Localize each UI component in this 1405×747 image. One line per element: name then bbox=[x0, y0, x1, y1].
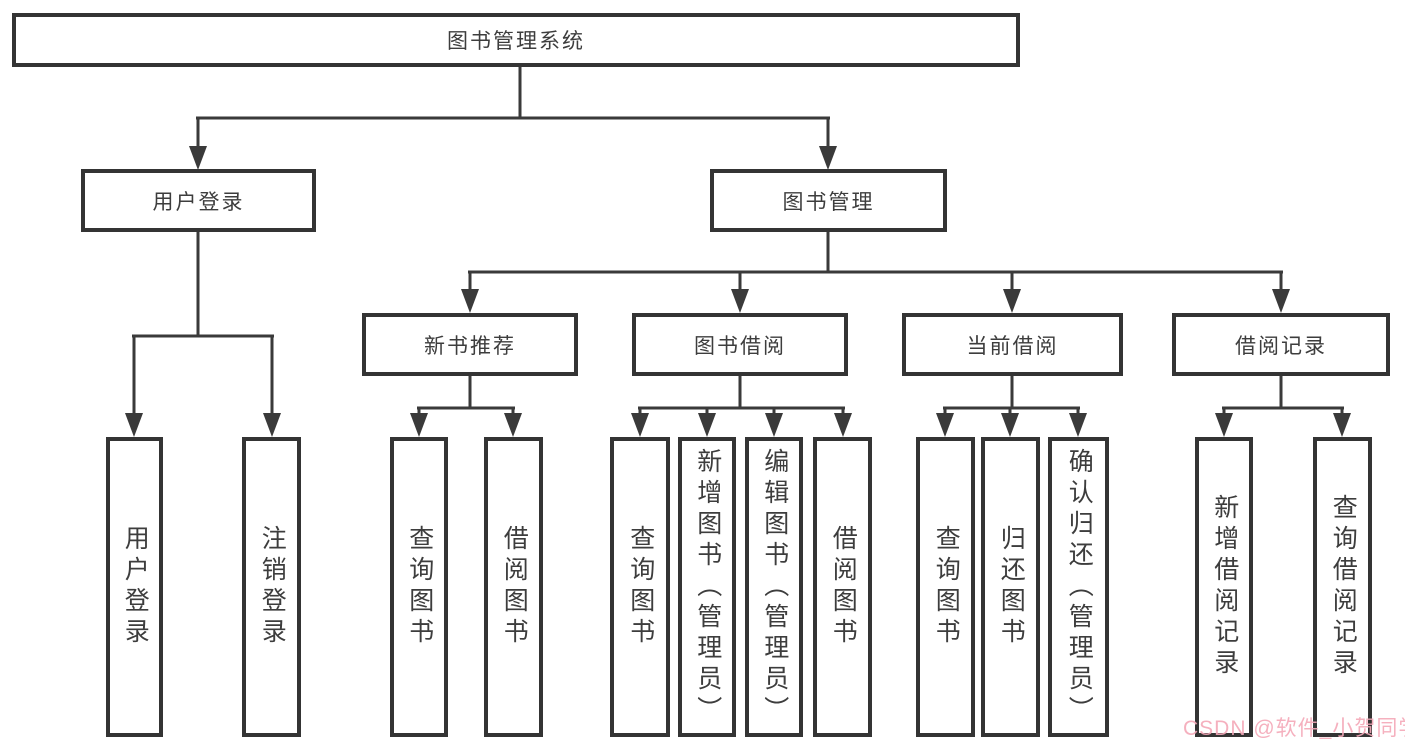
leaf-borrow-book-label: 借阅图书 bbox=[829, 525, 858, 649]
leaf-query-borrow-record: 查询借阅记录 bbox=[1313, 437, 1372, 737]
leaf-query-borrow-record-label: 查询借阅记录 bbox=[1329, 494, 1358, 680]
leaf-edit-book-admin-label: 编辑图书（管理员） bbox=[760, 447, 789, 727]
leaf-return-book: 归还图书 bbox=[981, 437, 1040, 737]
node-current-borrowing: 当前借阅 bbox=[902, 313, 1123, 376]
leaf-query-book-recommend-label: 查询图书 bbox=[405, 525, 434, 649]
leaf-logout-login-label: 注销登录 bbox=[258, 525, 287, 649]
leaf-borrow-book-recommend-label: 借阅图书 bbox=[500, 525, 529, 649]
leaf-user-login: 用户登录 bbox=[106, 437, 163, 737]
leaf-query-book-current-label: 查询图书 bbox=[932, 525, 961, 649]
leaf-query-book-recommend: 查询图书 bbox=[390, 437, 448, 737]
leaf-query-book-borrowing: 查询图书 bbox=[610, 437, 670, 737]
leaf-user-login-label: 用户登录 bbox=[121, 525, 150, 649]
node-book-management: 图书管理 bbox=[710, 169, 947, 232]
node-library-management-system: 图书管理系统 bbox=[12, 13, 1020, 67]
leaf-return-book-label: 归还图书 bbox=[997, 525, 1026, 649]
leaf-add-borrow-record-label: 新增借阅记录 bbox=[1210, 494, 1239, 680]
arrowhead-icons bbox=[125, 146, 1351, 437]
leaf-borrow-book: 借阅图书 bbox=[813, 437, 872, 737]
leaf-query-book-borrowing-label: 查询图书 bbox=[626, 525, 655, 649]
leaf-query-book-current: 查询图书 bbox=[916, 437, 975, 737]
node-new-book-recommend: 新书推荐 bbox=[362, 313, 578, 376]
leaf-confirm-return-admin: 确认归还（管理员） bbox=[1048, 437, 1109, 737]
leaf-add-book-admin: 新增图书（管理员） bbox=[678, 437, 736, 737]
leaf-edit-book-admin: 编辑图书（管理员） bbox=[745, 437, 803, 737]
node-book-borrowing: 图书借阅 bbox=[632, 313, 848, 376]
csdn-watermark: CSDN @软件_小贺同学 bbox=[1183, 717, 1405, 740]
leaf-logout-login: 注销登录 bbox=[242, 437, 301, 737]
leaf-add-borrow-record: 新增借阅记录 bbox=[1195, 437, 1253, 737]
leaf-borrow-book-recommend: 借阅图书 bbox=[484, 437, 543, 737]
node-user-login: 用户登录 bbox=[81, 169, 316, 232]
leaf-add-book-admin-label: 新增图书（管理员） bbox=[693, 447, 722, 727]
leaf-confirm-return-admin-label: 确认归还（管理员） bbox=[1065, 447, 1094, 727]
node-borrow-records: 借阅记录 bbox=[1172, 313, 1390, 376]
